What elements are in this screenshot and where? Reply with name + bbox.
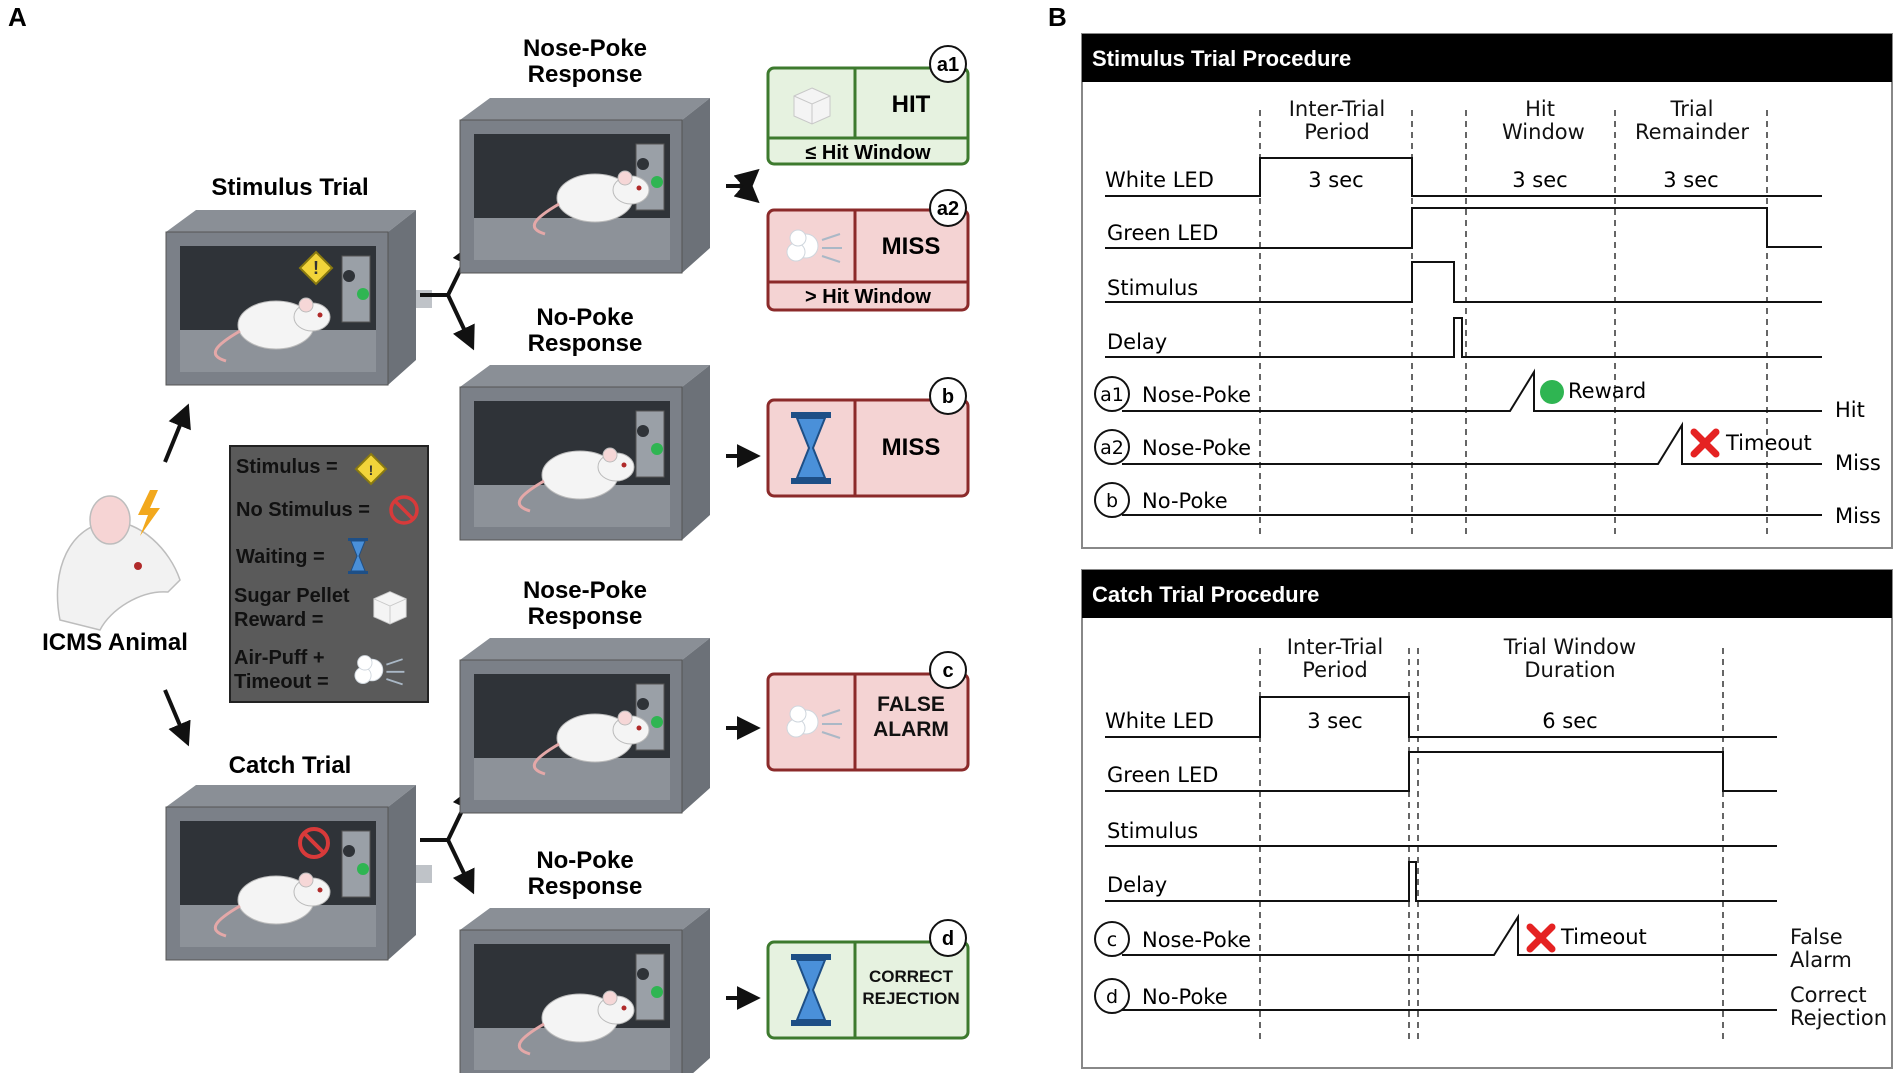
- outcome-d-correct-rejection: CORRECT REJECTION d: [766, 919, 970, 1040]
- svg-text:b: b: [942, 386, 954, 408]
- svg-text:d: d: [942, 928, 954, 950]
- outcome-a1-hit: HIT ≤ Hit Window a1: [766, 45, 970, 166]
- svg-text:a1: a1: [937, 54, 959, 76]
- svg-text:Stimulus Trial Procedure: Stimulus Trial Procedure: [1092, 46, 1351, 71]
- svg-text:a2: a2: [1100, 437, 1124, 459]
- outcome-c-false-alarm: FALSE ALARM c: [766, 651, 970, 772]
- no-stimulus-icon: [298, 827, 330, 859]
- icms-animal-icon: [56, 495, 181, 631]
- icms-animal-label: ICMS Animal: [42, 629, 188, 656]
- stimulus-trial-chamber: !: [165, 209, 432, 386]
- catch-trial-label: Catch Trial: [229, 752, 352, 779]
- svg-text:a1: a1: [1100, 384, 1124, 406]
- panel-b-label: B: [1048, 2, 1067, 32]
- svg-text:> Hit Window: > Hit Window: [805, 286, 931, 308]
- svg-text:Green LED: Green LED: [1107, 221, 1218, 245]
- svg-text:Stimulus: Stimulus: [1107, 276, 1198, 300]
- svg-text:No-Poke: No-Poke: [1142, 489, 1228, 513]
- svg-text:Green LED: Green LED: [1107, 763, 1218, 787]
- no-poke-chamber-1: [459, 364, 711, 541]
- svg-text:!: !: [369, 462, 374, 478]
- svg-text:HIT: HIT: [892, 91, 931, 118]
- arrow-to-stimulus-trial: [163, 403, 191, 463]
- svg-text:3 sec: 3 sec: [1308, 168, 1363, 192]
- svg-text:White LED: White LED: [1105, 709, 1214, 733]
- svg-text:Nose-Poke: Nose-Poke: [1142, 928, 1251, 952]
- svg-text:No-Poke: No-Poke: [1142, 985, 1228, 1009]
- svg-text:Catch Trial Procedure: Catch Trial Procedure: [1092, 582, 1319, 607]
- stimulus-procedure: Stimulus Trial Procedure Inter-Trial Per…: [1081, 33, 1893, 549]
- arrow-to-catch-trial: [163, 689, 191, 747]
- svg-text:Timeout: Timeout: [1560, 925, 1647, 949]
- svg-text:6 sec: 6 sec: [1542, 709, 1597, 733]
- outcome-a2-miss: MISS > Hit Window a2: [766, 189, 970, 312]
- no-poke-chamber-2: [459, 907, 711, 1073]
- svg-text:Stimulus: Stimulus: [1107, 819, 1198, 843]
- sugar-pellet-icon: [793, 87, 831, 125]
- svg-text:b: b: [1106, 490, 1118, 512]
- svg-text:3 sec: 3 sec: [1512, 168, 1567, 192]
- panel-a-label: A: [8, 2, 27, 32]
- svg-text:MISS: MISS: [882, 434, 941, 461]
- legend: Stimulus = ! No Stimulus = Waiting = Sug…: [229, 445, 429, 703]
- svg-text:Delay: Delay: [1107, 330, 1167, 354]
- svg-text:Nose-Poke: Nose-Poke: [1142, 383, 1251, 407]
- svg-text:Reward: Reward: [1568, 379, 1646, 403]
- svg-text:3 sec: 3 sec: [1663, 168, 1718, 192]
- catch-trial-chamber: [165, 784, 432, 961]
- svg-text:Timeout: Timeout: [1725, 431, 1812, 455]
- outcome-b-miss: MISS b: [766, 377, 970, 498]
- svg-text:Waiting =: Waiting =: [236, 546, 325, 568]
- catch-procedure: Catch Trial Procedure Inter-Trial Period…: [1081, 569, 1893, 1069]
- svg-text:a2: a2: [937, 198, 959, 220]
- nose-poke-chamber-2: [459, 637, 711, 814]
- svg-text:!: !: [313, 258, 319, 278]
- svg-text:Delay: Delay: [1107, 873, 1167, 897]
- svg-text:c: c: [1107, 929, 1117, 951]
- svg-text:Miss: Miss: [1835, 451, 1881, 475]
- timeout-x-icon: [1690, 428, 1720, 458]
- reward-dot-icon: [1540, 380, 1564, 404]
- svg-text:No Stimulus =: No Stimulus =: [236, 499, 370, 521]
- timeout-x-icon: [1526, 923, 1556, 953]
- svg-text:3 sec: 3 sec: [1307, 709, 1362, 733]
- stimulus-trial-label: Stimulus Trial: [211, 174, 368, 201]
- nose-poke-chamber-1: [459, 97, 711, 274]
- lightning-icon: [138, 490, 160, 536]
- svg-text:MISS: MISS: [882, 233, 941, 260]
- svg-text:Hit: Hit: [1835, 398, 1865, 422]
- svg-text:Stimulus =: Stimulus =: [236, 456, 338, 478]
- svg-text:Nose-Poke: Nose-Poke: [1142, 436, 1251, 460]
- svg-text:d: d: [1106, 986, 1118, 1008]
- svg-text:c: c: [942, 660, 953, 682]
- svg-text:White LED: White LED: [1105, 168, 1214, 192]
- warning-icon: [298, 250, 334, 286]
- svg-text:≤ Hit Window: ≤ Hit Window: [805, 142, 931, 164]
- outcome-arrows: [726, 168, 761, 1010]
- svg-text:Miss: Miss: [1835, 504, 1881, 528]
